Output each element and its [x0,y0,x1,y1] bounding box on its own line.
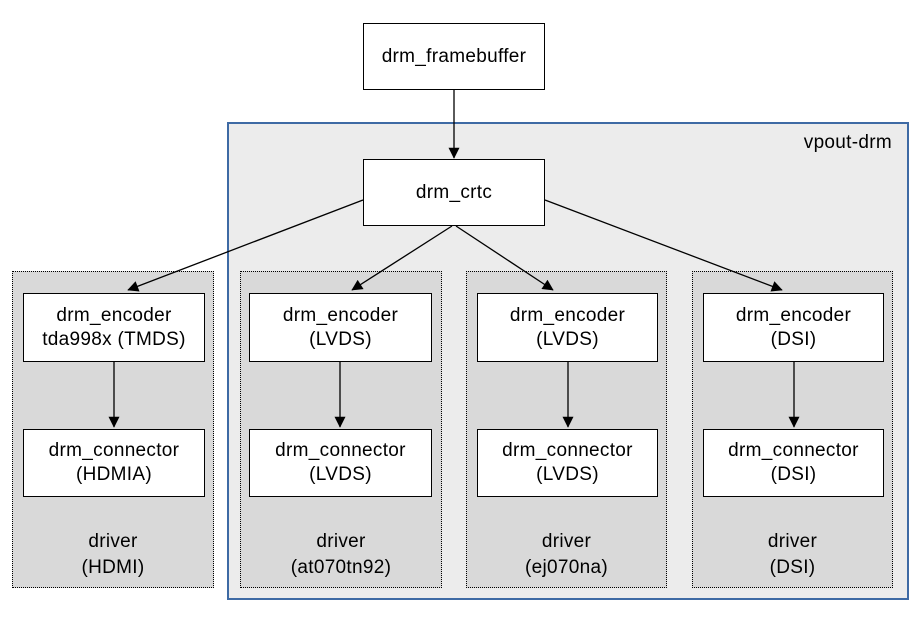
driver-label-line1: driver [88,531,138,552]
encoder-label-line1: drm_encoder [282,304,399,326]
drm-connector-node-hdmia: drm_connector (HDMIA) [23,429,205,497]
connector-label-line1: drm_connector [728,440,859,461]
driver-label-hdmi: driver (HDMI) [13,529,213,581]
driver-label-line2: (at070tn92) [290,557,392,578]
drm-framebuffer-node: drm_framebuffer [363,23,545,90]
driver-label-line2: (ej070na) [525,557,608,578]
connector-label-line1: drm_connector [502,440,633,461]
encoder-label-line2: tda998x (TMDS) [42,328,186,350]
drm-crtc-node: drm_crtc [363,159,545,226]
drm-framebuffer-label: drm_framebuffer [381,45,527,67]
connector-label-line2: (LVDS) [309,464,372,485]
connector-label-line2: (HDMIA) [76,464,152,485]
drm-encoder-node-lvds-1: drm_encoder (LVDS) [249,293,432,362]
connector-label-line2: (DSI) [770,464,817,485]
driver-label-at070tn92: driver (at070tn92) [241,529,441,581]
driver-label-ej070na: driver (ej070na) [467,529,666,581]
driver-label-line2: (HDMI) [81,557,145,578]
driver-label-line1: driver [767,531,818,552]
connector-label-line1: drm_connector [275,440,406,461]
drm-connector-node-lvds-2: drm_connector (LVDS) [477,429,658,497]
driver-label-line1: driver [541,531,592,552]
drm-encoder-node-dsi: drm_encoder (DSI) [703,293,884,362]
encoder-label-line1: drm_encoder [735,304,852,326]
connector-label-line2: (LVDS) [536,464,599,485]
drm-connector-node-lvds-1: drm_connector (LVDS) [249,429,432,497]
encoder-label-line1: drm_encoder [56,304,172,326]
encoder-label-line1: drm_encoder [509,304,626,326]
driver-label-line1: driver [316,531,366,552]
vpout-drm-label: vpout-drm [803,132,892,153]
drm-encoder-node-tmds: drm_encoder tda998x (TMDS) [23,293,205,362]
encoder-label-line2: (DSI) [770,328,817,350]
driver-label-dsi: driver (DSI) [693,529,892,581]
encoder-label-line2: (LVDS) [536,328,599,350]
connector-label-line1: drm_connector [48,440,180,461]
drm-connector-node-dsi: drm_connector (DSI) [703,429,884,497]
drm-encoder-node-lvds-2: drm_encoder (LVDS) [477,293,658,362]
driver-label-line2: (DSI) [769,557,816,578]
encoder-label-line2: (LVDS) [309,328,372,350]
drm-crtc-label: drm_crtc [415,181,493,203]
